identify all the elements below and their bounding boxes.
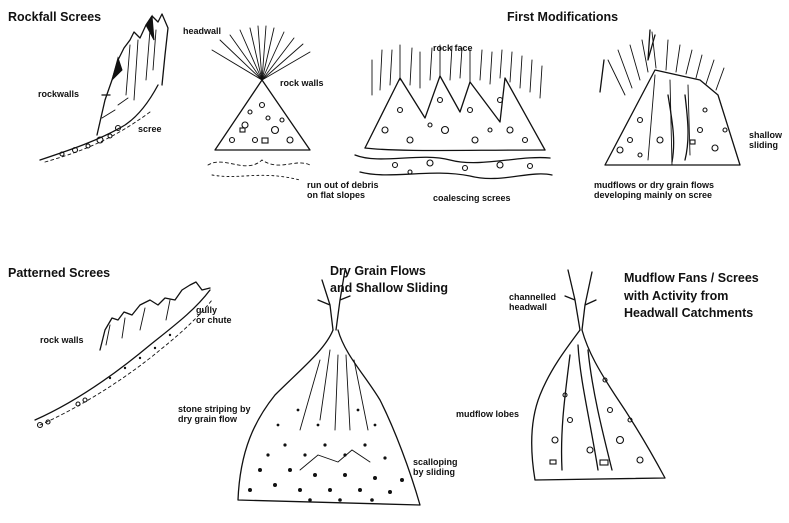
label-mudflow-lobes: mudflow lobes [456,409,519,419]
label-channelled-headwall: channelled headwall [509,292,556,313]
label-gully-chute: gully or chute [196,305,232,326]
rockfall-profile-sketch [40,14,168,162]
label-rock-walls-patterned: rock walls [40,335,84,345]
label-headwall: headwall [183,26,221,36]
label-rock-face: rock face [433,43,473,53]
mudflow-scree-sketch [600,30,740,165]
section-title-dry-grain-flows: Dry Grain Flows and Shallow Sliding [330,263,448,297]
label-mudflows-dry-grain: mudflows or dry grain flows developing m… [594,180,714,201]
dry-grain-flow-fan-sketch [238,270,420,505]
single-scree-cone-sketch [208,26,310,180]
label-rock-walls-cone: rock walls [280,78,324,88]
label-scalloping: scalloping by sliding [413,457,458,478]
label-coalescing-screes: coalescing screes [433,193,511,203]
section-title-first-modifications: First Modifications [507,10,618,24]
label-scree: scree [138,124,162,134]
label-shallow-sliding: shallow sliding [749,130,782,151]
label-run-out: run out of debris on flat slopes [307,180,379,201]
coalescing-screes-sketch [355,45,552,179]
section-title-mudflow-fans: Mudflow Fans / Screes with Activity from… [624,270,759,323]
section-title-patterned-screes: Patterned Screes [8,266,110,280]
label-stone-striping: stone striping by dry grain flow [178,404,251,425]
label-rockwalls: rockwalls [38,89,79,99]
section-title-rockfall-screes: Rockfall Screes [8,10,101,24]
